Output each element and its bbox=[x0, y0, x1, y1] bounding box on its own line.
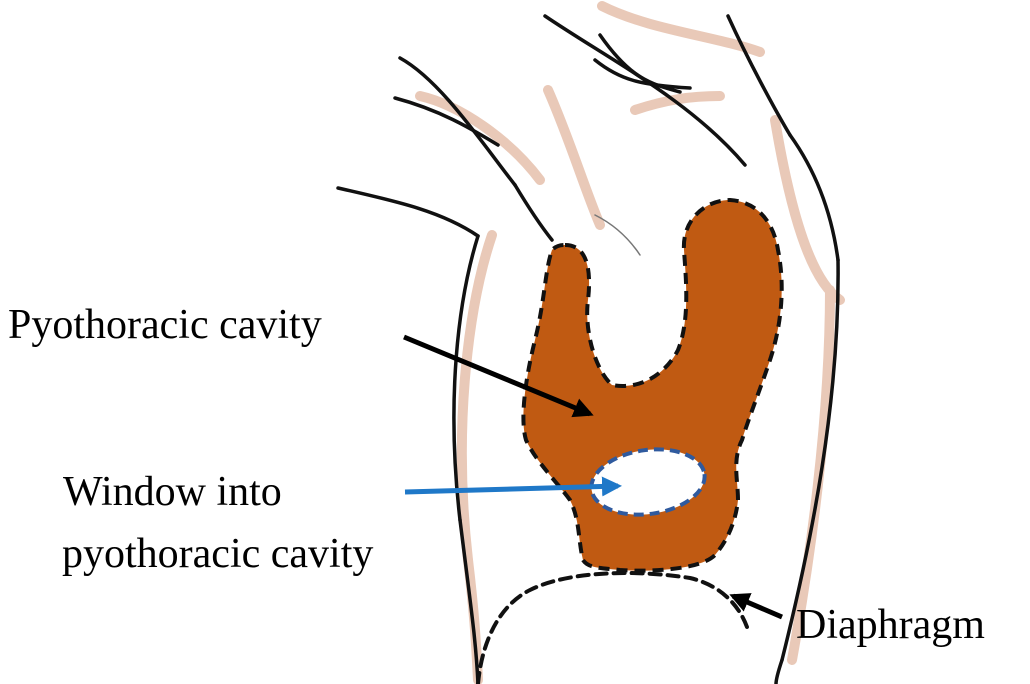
label-diaphragm: Diaphragm bbox=[796, 602, 985, 648]
diaphragm-curve bbox=[478, 573, 748, 684]
diaphragm-arrow bbox=[733, 596, 782, 617]
label-pyothoracic-cavity: Pyothoracic cavity bbox=[8, 302, 322, 348]
skin-shading bbox=[420, 6, 840, 680]
label-window-line2: pyothoracic cavity bbox=[62, 531, 373, 577]
label-window-line1: Window into bbox=[63, 469, 282, 515]
